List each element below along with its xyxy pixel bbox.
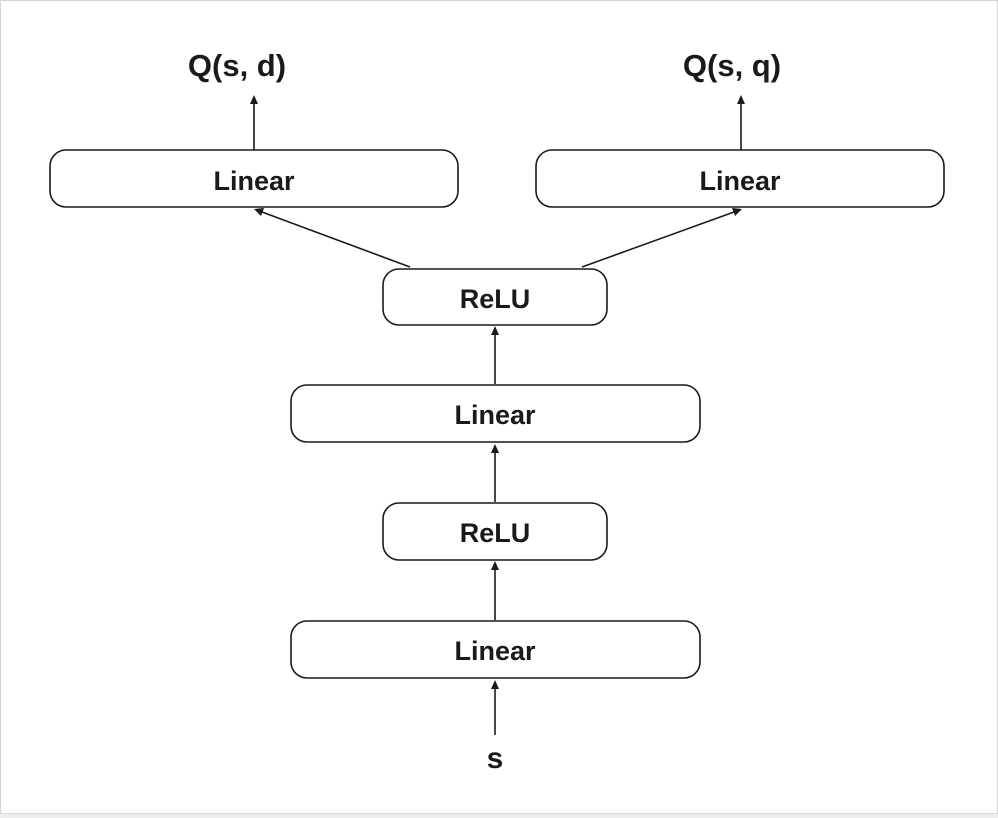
output-right-label: Q(s, q) [683,48,781,83]
relu-1-node: ReLU [382,502,608,561]
bottom-divider [0,813,998,818]
linear-2-label: Linear [454,400,536,430]
arrowhead [250,95,258,104]
arrowhead [491,444,499,453]
output-left-label: Q(s, d) [188,48,286,83]
relu-2-node: ReLU [382,268,608,326]
arrowhead [254,208,264,216]
linear-head-left-label: Linear [213,166,295,196]
edge-relu-2-to-linear-head-right [581,211,735,268]
linear-1-label: Linear [454,636,536,666]
linear-head-left-node: Linear [49,149,459,208]
edges [250,95,745,735]
linear-head-right-node: Linear [535,149,945,208]
arrowhead [491,561,499,570]
linear-head-right-label: Linear [699,166,781,196]
linear-1-node: Linear [290,620,701,679]
arrowhead [491,680,499,689]
linear-2-node: Linear [290,384,701,443]
relu-2-label: ReLU [460,284,531,314]
arrowhead [737,95,745,104]
relu-1-label: ReLU [460,518,531,548]
arrowhead [732,208,742,216]
input-label: s [487,742,504,775]
arrowhead [491,326,499,335]
edge-relu-2-to-linear-head-left [261,211,411,268]
